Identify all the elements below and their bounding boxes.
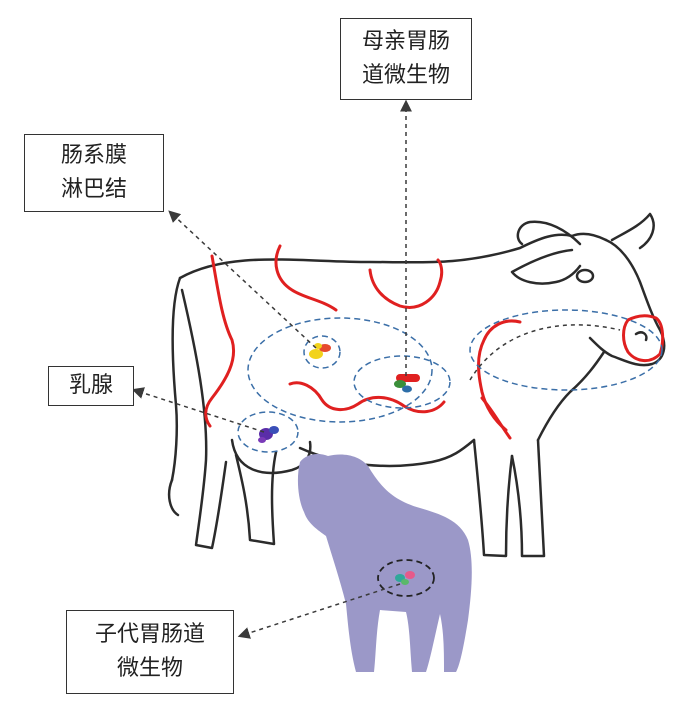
vessel-rear <box>204 254 236 428</box>
cow-neck <box>570 232 608 242</box>
vessel-front <box>477 319 522 432</box>
label-mammary-gland: 乳腺 <box>48 366 134 406</box>
cow-front-leg-right <box>510 438 546 558</box>
microbes-mammary <box>258 426 279 443</box>
arrows <box>131 99 621 639</box>
vessel-top <box>368 258 444 309</box>
cow-outline <box>167 212 666 558</box>
cow-horn-right <box>610 212 655 250</box>
cow-tail-tuft <box>167 478 180 517</box>
cow-vessels <box>204 244 665 440</box>
arrow-chest-curve <box>469 324 621 381</box>
label-mammary-line1: 乳腺 <box>68 373 113 398</box>
ellipse-maternal-gut <box>353 355 451 409</box>
cow-rear-leg-right <box>234 450 278 546</box>
ellipse-chest-large <box>469 309 663 391</box>
cow-horn-left <box>516 220 582 246</box>
label-offspring-line2: 微生物 <box>116 656 183 681</box>
cow-rear-leg-left <box>180 288 228 550</box>
site-ellipses <box>237 309 663 453</box>
vessel-chest <box>480 396 512 440</box>
ellipse-offspring-gut <box>377 559 435 597</box>
cow-nostril <box>634 331 648 342</box>
label-mesenteric-lymph-node: 肠系膜 淋巴结 <box>24 134 164 212</box>
label-offspring-gut-microbiota: 子代胃肠道 微生物 <box>66 610 234 694</box>
vessel-back <box>274 244 338 312</box>
arrow-to-mammary-box <box>131 387 265 433</box>
arrow-to-lymph-box <box>168 210 317 349</box>
label-mesenteric-line1: 肠系膜 <box>60 143 127 168</box>
ellipse-mammary <box>237 411 299 453</box>
cow-eye <box>575 268 595 284</box>
vessel-head <box>622 314 665 362</box>
label-offspring-line1: 子代胃肠道 <box>94 622 205 647</box>
cow-ear <box>510 248 582 285</box>
label-maternal-gut-line2: 道微生物 <box>361 63 450 88</box>
microbes-maternal-gut <box>394 374 420 393</box>
vessel-mid <box>288 381 446 414</box>
label-mesenteric-line2: 淋巴结 <box>60 177 127 202</box>
microbes-lymph-node <box>309 343 331 359</box>
cow-back-line <box>178 233 574 280</box>
cow-front-leg-left <box>472 438 514 558</box>
cow-head <box>588 238 666 367</box>
label-maternal-gut-microbiota: 母亲胃肠 道微生物 <box>340 18 472 100</box>
calf-silhouette <box>297 454 472 672</box>
cow-chest <box>536 350 606 442</box>
cow-tail <box>170 276 182 482</box>
ellipse-body-large <box>247 317 433 423</box>
cow-udder <box>230 438 312 475</box>
microbes-offspring-gut <box>395 571 415 585</box>
ellipse-lymph-node <box>303 335 341 369</box>
label-maternal-gut-line1: 母亲胃肠 <box>361 29 450 54</box>
